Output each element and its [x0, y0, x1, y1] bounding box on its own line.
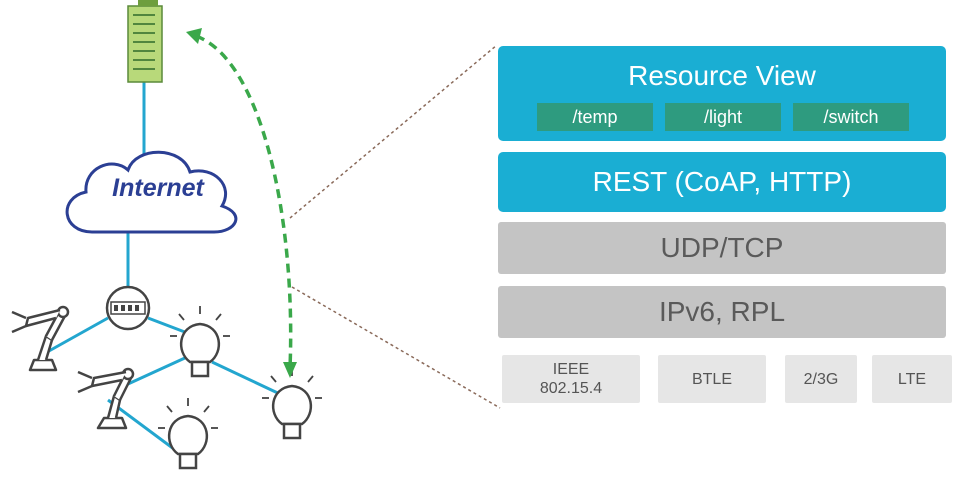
rest-layer: REST (CoAP, HTTP)	[498, 152, 946, 212]
light-bulb-icon	[262, 368, 322, 440]
network-links	[39, 82, 283, 460]
server-icon	[127, 0, 163, 83]
light-bulb-icon	[170, 306, 230, 378]
zoom-line-bottom	[291, 286, 501, 409]
zoom-line-top	[289, 44, 498, 219]
cloud-icon	[65, 150, 238, 234]
robot-arm-icon	[77, 367, 135, 430]
transport-layer: UDP/TCP	[498, 222, 946, 274]
request-arrow	[186, 28, 297, 378]
resource-chip-switch: /switch	[793, 103, 909, 131]
network-layer: IPv6, RPL	[498, 286, 946, 338]
phy-ieee-802154: IEEE 802.15.4	[502, 355, 640, 403]
robot-arm-icon	[11, 305, 70, 372]
light-bulb-icon	[158, 398, 218, 470]
phy-label-line2: 802.15.4	[539, 380, 603, 397]
phy-lte: LTE	[872, 355, 952, 403]
resource-view-title: Resource View	[628, 60, 816, 91]
gateway-icon	[105, 285, 151, 331]
phy-label-line1: IEEE	[552, 361, 590, 378]
phy-23g: 2/3G	[785, 355, 857, 403]
resource-chip-light: /light	[665, 103, 781, 131]
resource-chip-temp: /temp	[537, 103, 653, 131]
cloud-label: Internet	[112, 174, 204, 202]
phy-btle: BTLE	[658, 355, 766, 403]
